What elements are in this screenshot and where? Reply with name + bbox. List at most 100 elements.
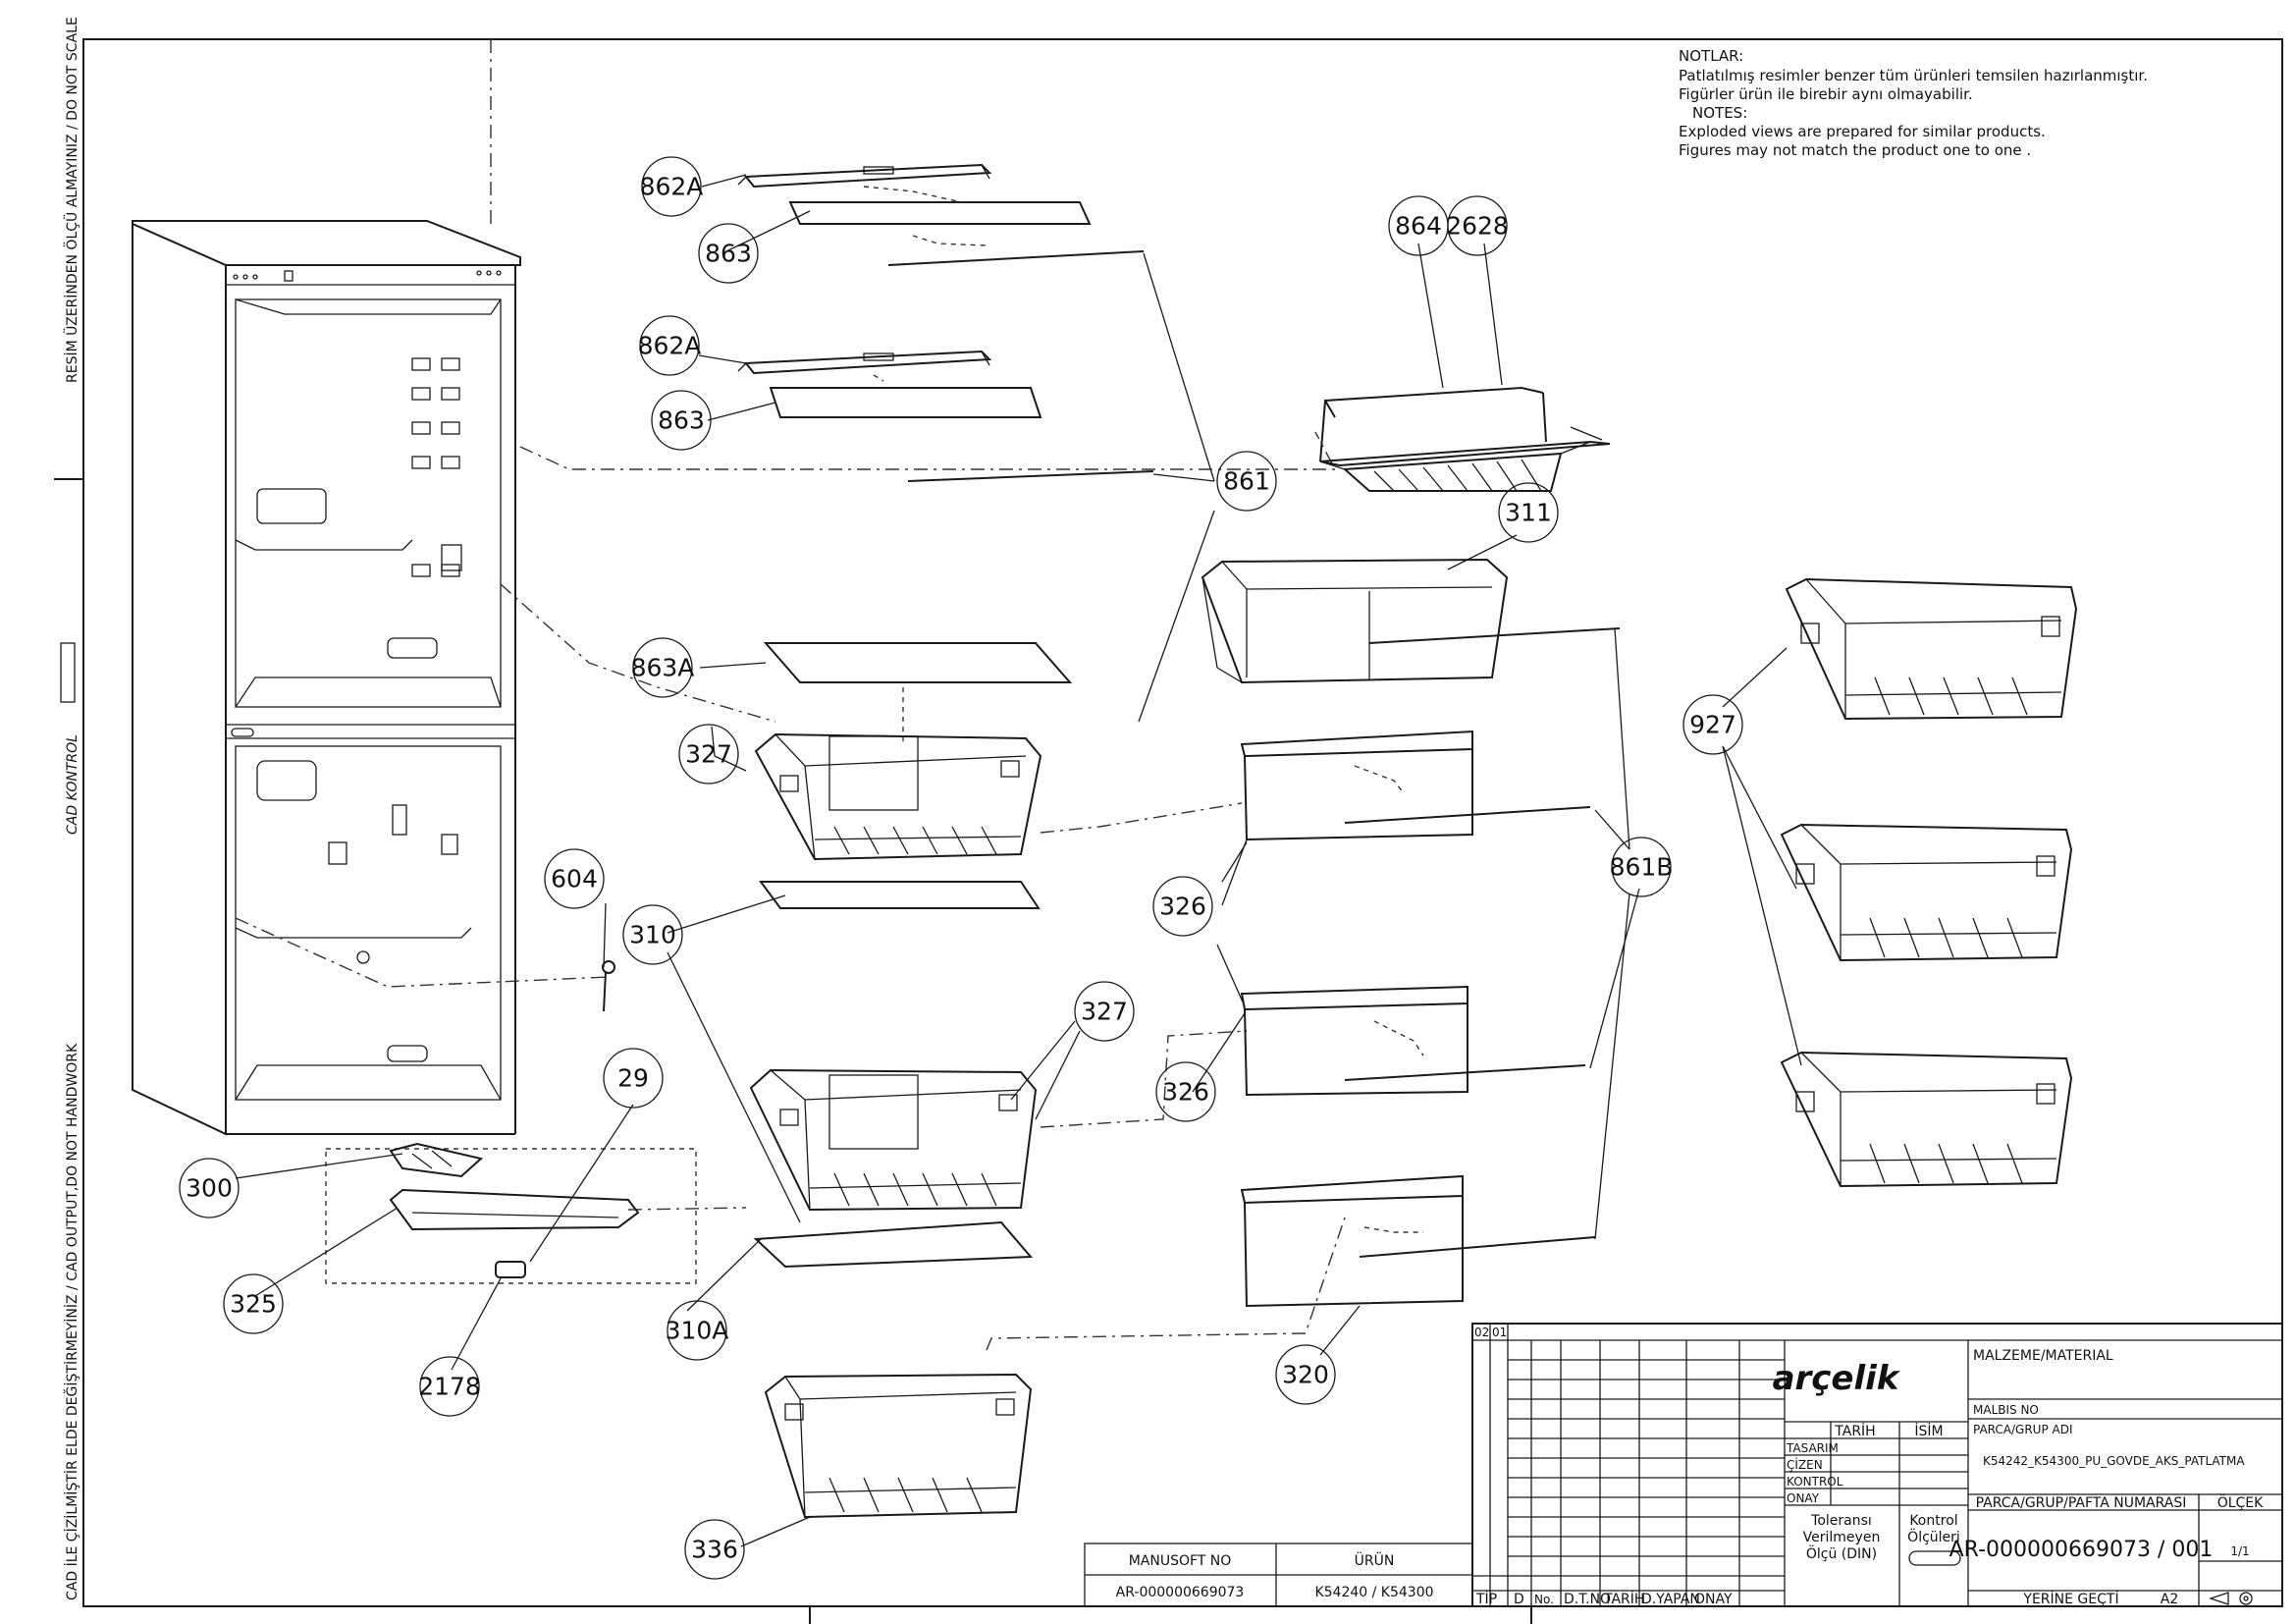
svg-text:310A: 310A [666, 1317, 729, 1345]
sheet-size: A2 [2161, 1592, 2178, 1607]
rev-a: 02 [1474, 1326, 1489, 1339]
side-text-bottom: CAD İLE ÇİZİLMİŞTİR ELDE DEĞİŞTİRMEYİNİZ… [63, 1043, 80, 1600]
tasarim-label: TASARIM [1786, 1441, 1839, 1455]
shelf-trim-upper [887, 250, 1145, 266]
callout-862a-upper: 862A [640, 156, 704, 217]
callout-862a-lower: 862A [638, 315, 701, 376]
glass-shelf-863-lower [769, 387, 1042, 418]
svg-text:927: 927 [1689, 711, 1736, 739]
assembly-line [986, 1217, 1346, 1351]
rev-b: 01 [1492, 1326, 1507, 1339]
callout-310: 310 [622, 904, 683, 965]
wire-basket-864 [1319, 386, 1611, 492]
kontrol-label: KONTROL [1787, 1475, 1843, 1489]
part-callouts: 862A 863 862A 863 864 2628 861 311 863A … [179, 156, 1743, 1580]
col-onay: ONAY [1694, 1592, 1733, 1607]
notes-block: NOTLAR: Patlatılmış resimler benzer tüm … [1679, 47, 2148, 159]
callout-864: 864 [1388, 195, 1449, 256]
assembly-dotted [873, 374, 884, 382]
yerine-gecti: YERİNE GEÇTİ [2022, 1590, 2118, 1607]
crisper-drawer-311 [1201, 558, 1621, 684]
callout-29: 29 [603, 1048, 664, 1109]
side-text-top: RESİM ÜZERİNDEN ÖLÇÜ ALMAYINIZ / DO NOT … [63, 17, 80, 383]
part-group-value: K54242_K54300_PU_GOVDE_AKS_PATLATMA [1983, 1454, 2245, 1468]
glass-shelf-863-upper [788, 201, 1092, 225]
svg-text:2178: 2178 [418, 1373, 481, 1401]
pafta-label: PARCA/GRUP/PAFTA NUMARASI [1976, 1495, 2187, 1511]
assembly-line [1040, 802, 1243, 834]
ice-box-325 [389, 1188, 640, 1231]
svg-text:325: 325 [230, 1290, 277, 1319]
callout-2178: 2178 [418, 1356, 481, 1417]
freezer-drawer-927-middle [1780, 823, 2073, 962]
svg-text:311: 311 [1505, 499, 1552, 527]
svg-text:310: 310 [629, 921, 676, 949]
notes-en-line2: Figures may not match the product one to… [1679, 141, 2031, 159]
part-group-label: PARCA/GRUP ADI [1973, 1423, 2073, 1436]
callout-327-lower: 327 [1074, 981, 1135, 1042]
callout-310a: 310A [666, 1300, 729, 1361]
freezer-drawer-927-top [1785, 577, 2078, 721]
shelf-frame-862a-lower [737, 350, 992, 375]
material-label: MALZEME/MATERIAL [1973, 1348, 2113, 1364]
drawing-number: AR-000000669073 / 001 [1949, 1538, 2214, 1562]
freezer-drawer-927-bottom [1780, 1051, 2073, 1188]
title-block: 02 01 TİP D No. D.T. [1084, 1323, 2283, 1607]
shelf-trim-lower [907, 470, 1154, 482]
assembly-line [519, 431, 1337, 470]
col-dtno: D.T.NO. [1564, 1592, 1615, 1607]
tolerance-2: Verilmeyen [1803, 1530, 1881, 1545]
callout-2628: 2628 [1446, 195, 1509, 256]
leader-lines [235, 174, 1802, 1547]
svg-text:326: 326 [1162, 1078, 1209, 1107]
assembly-line [627, 1207, 747, 1211]
projection-symbol-icon [2208, 1592, 2253, 1605]
freezer-drawer-327-lower [749, 1068, 1038, 1212]
callout-320: 320 [1275, 1344, 1336, 1405]
callout-863a: 863A [631, 637, 695, 698]
col-tarih: TARİH [1603, 1590, 1644, 1607]
glass-panel-310a [753, 1220, 1034, 1269]
svg-text:320: 320 [1282, 1361, 1329, 1389]
sheet-border [82, 38, 2283, 1607]
callout-861b: 861B [1610, 837, 1673, 897]
freezer-drawer-327-upper [754, 732, 1042, 861]
manusoft-value: AR-000000669073 [1116, 1585, 1245, 1600]
knob-2178 [495, 1261, 526, 1278]
callout-604: 604 [544, 848, 605, 909]
svg-text:29: 29 [617, 1064, 649, 1093]
col-no: No. [1534, 1593, 1554, 1606]
callout-300: 300 [179, 1158, 240, 1218]
assembly-line [500, 583, 776, 723]
svg-text:862A: 862A [640, 173, 704, 201]
svg-text:863: 863 [658, 406, 705, 435]
callout-863-upper: 863 [698, 223, 759, 284]
assembly-line [235, 917, 610, 988]
callout-927: 927 [1682, 694, 1743, 755]
drawer-front-326-lower [1240, 985, 1586, 1097]
svg-text:327: 327 [685, 740, 732, 769]
svg-text:863: 863 [705, 240, 752, 268]
svg-text:2628: 2628 [1446, 212, 1509, 241]
assembly-dotted [912, 235, 988, 246]
svg-text:863A: 863A [631, 654, 695, 682]
sub-assembly-dotted-box [325, 1148, 697, 1284]
svg-text:326: 326 [1159, 893, 1206, 921]
kontrol-olculeri-1: Kontrol [1909, 1513, 1957, 1529]
callout-336: 336 [684, 1519, 745, 1580]
svg-text:300: 300 [186, 1174, 233, 1203]
callout-326-lower: 326 [1155, 1061, 1216, 1122]
callout-325: 325 [223, 1273, 284, 1334]
urun-label: ÜRÜN [1355, 1551, 1395, 1569]
col-dyapan: D.YAPAN [1641, 1592, 1700, 1607]
ice-tray-300 [389, 1142, 484, 1178]
col-tip: TİP [1475, 1590, 1497, 1607]
brand-logo: arçelik [1773, 1359, 1901, 1398]
side-text-middle: CAD KONTROL [65, 734, 80, 835]
drawer-front-326-upper [1240, 730, 1591, 841]
tolerance-3: Ölçü (DIN) [1806, 1544, 1877, 1562]
col-d: D [1514, 1592, 1524, 1607]
thermostat-604 [602, 960, 615, 1012]
svg-text:604: 604 [551, 865, 598, 893]
kontrol-olculeri-symbol [1908, 1550, 1961, 1566]
